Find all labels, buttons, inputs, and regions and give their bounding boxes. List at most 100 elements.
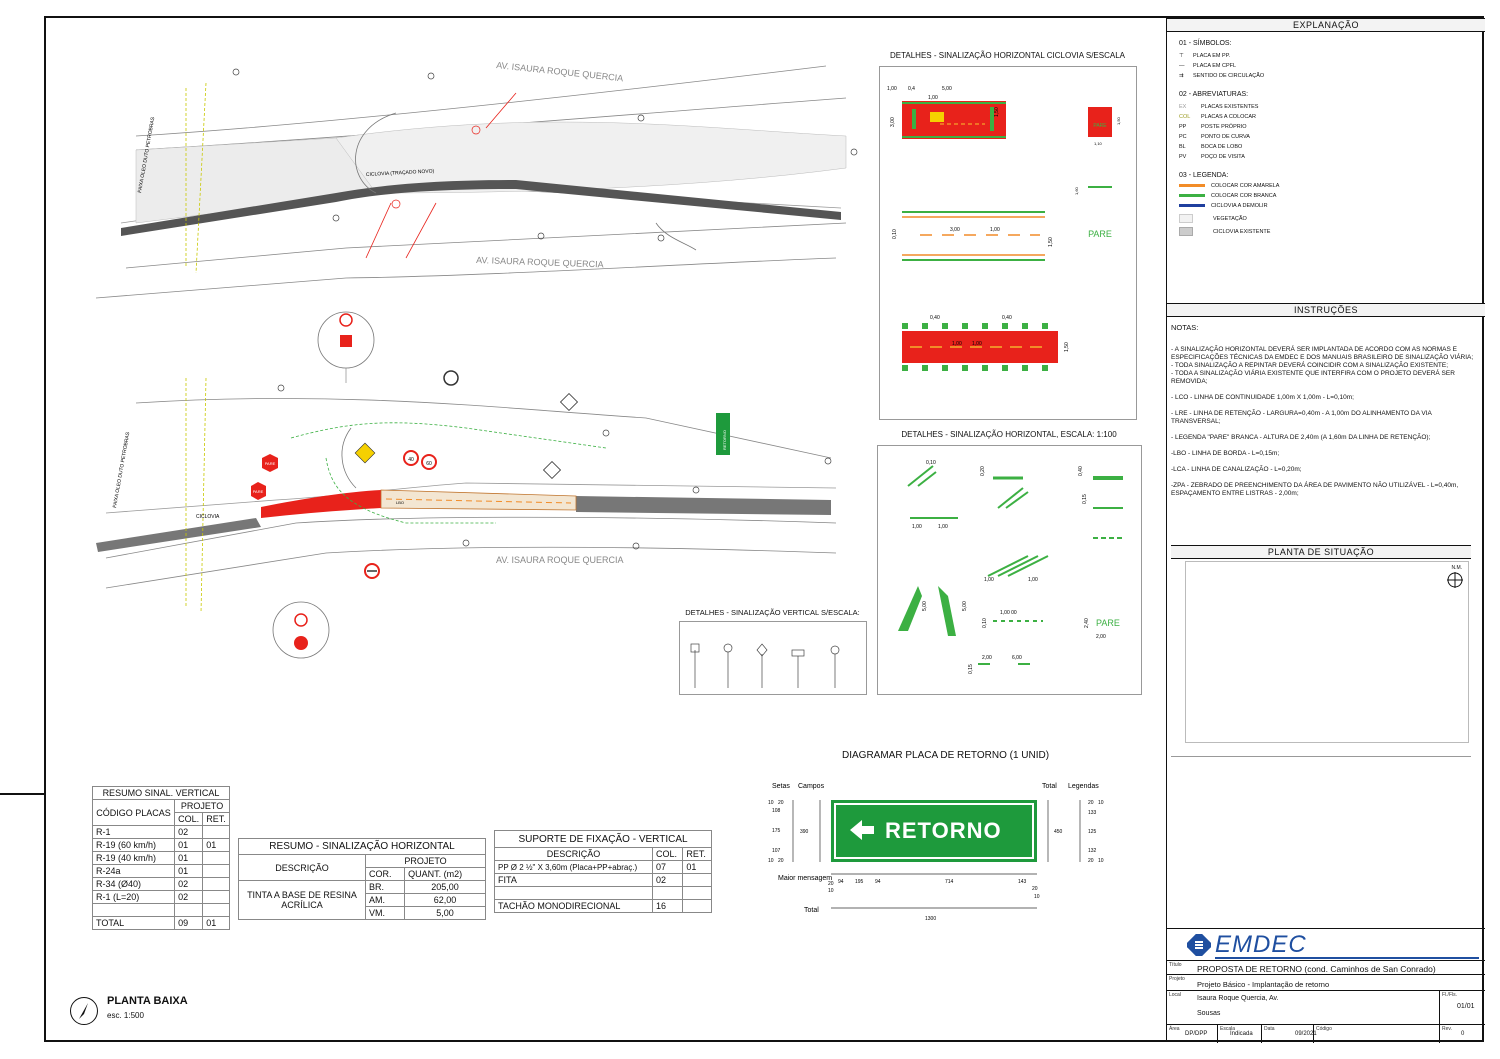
legend-item: VEGETAÇÃO [1179,214,1473,224]
det-v-box [679,621,867,695]
note-item: - LEGENDA "PARE" BRANCA - ALTURA DE 2,40… [1171,434,1431,441]
svg-text:1,00: 1,00 [887,86,897,92]
right-column: EXPLANAÇÃO 01 - SÍMBOLOS: ⊤PLACA EM PP. … [1166,16,1485,1043]
det-h-cycle-title: DETALHES - SINALIZAÇÃO HORIZONTAL CICLOV… [889,51,1126,60]
svg-text:94: 94 [838,879,844,885]
svg-text:PARE: PARE [1096,618,1120,628]
retorno-sign-small: RETORNO [716,413,730,455]
fold-mark [0,793,44,795]
note-item: -LBO - LINHA DE BORDA - L=0,15m; [1171,450,1280,457]
det-v-title: DETALHES - SINALIZAÇÃO VERTICAL S/ESCALA… [685,608,860,617]
svg-text:1300: 1300 [925,916,936,922]
svg-text:450: 450 [1054,829,1063,835]
det-h-100-title: DETALHES - SINALIZAÇÃO HORIZONTAL, ESCAL… [901,430,1117,439]
svg-text:20: 20 [1088,800,1094,806]
note-item: - A SINALIZAÇÃO HORIZONTAL DEVERÁ SER IM… [1171,346,1474,361]
svg-text:1,00: 1,00 [990,227,1000,233]
det-h-cycle-drawing: 1,00 0,4 5,00 1,00 3,00 1,50 PARE 1,50 1… [887,86,1121,371]
abbr-heading: 02 - ABREVIATURAS: [1179,91,1249,98]
svg-text:20: 20 [778,858,784,864]
svg-text:143: 143 [1018,879,1027,885]
legend-item: CICLOVIA A DEMOLIR [1179,201,1473,211]
note-item: - LCO - LINHA DE CONTINUIDADE 1,00m X 1,… [1171,394,1354,401]
svg-text:10: 10 [1034,894,1040,900]
svg-text:107: 107 [772,848,781,854]
symbol-item: —PLACA EM CPFL [1179,63,1237,69]
svg-text:1,00: 1,00 [1028,577,1038,583]
det-v-drawing [690,643,840,688]
table-row: R-1 (L=20)02 [91,890,230,904]
cycle-new-label: CICLOVIA (TRAÇADO NOVO) [366,168,435,178]
lbo-label: LBO [396,500,404,505]
speed-sign-60: 60 [421,454,437,470]
svg-text:PARE: PARE [1088,229,1112,239]
svg-text:10: 10 [828,888,834,894]
svg-text:3,00: 3,00 [950,227,960,233]
drawing-frame [44,16,1484,1042]
svg-text:10: 10 [1098,800,1104,806]
street-name-top-lower: AV. ISAURA ROQUE QUERCIA [476,255,604,269]
explanacao-panel: 01 - SÍMBOLOS: ⊤PLACA EM PP. —PLACA EM C… [1167,32,1485,303]
svg-text:2,40: 2,40 [1084,618,1090,628]
svg-text:195: 195 [855,879,864,885]
svg-text:108: 108 [772,808,781,814]
note-item: - TODA SINALIZAÇÃO A REPINTAR DEVERÁ COI… [1171,362,1449,369]
svg-text:0,10: 0,10 [926,460,936,466]
street-name-top: AV. ISAURA ROQUE QUERCIA [496,60,624,83]
svg-text:3,00: 3,00 [890,117,896,127]
svg-text:1,50: 1,50 [994,107,1000,117]
project-title: PROPOSTA DE RETORNO (cond. Caminhos de S… [1197,964,1436,974]
svg-text:714: 714 [945,879,954,885]
svg-text:40: 40 [408,457,414,463]
symbol-item: ⇉SENTIDO DE CIRCULAÇÃO [1179,73,1265,79]
svg-text:1,00 00: 1,00 00 [1000,610,1017,616]
det-h-100-drawing: 0,10 0,20 0,40 1,00 1,00 0,15 1,00 1,00 … [898,460,1123,674]
plan-drawing: FAIXA OLEO DUTO PETROBRAS AV. ISAURA ROQ… [95,60,858,659]
speed-sign-existing [443,370,459,386]
street-name-bottom: AV. ISAURA ROQUE QUERCIA [496,555,624,565]
svg-text:1,00: 1,00 [952,341,962,347]
svg-text:0,15: 0,15 [968,664,974,674]
symbols-heading: 01 - SÍMBOLOS: [1179,40,1232,47]
svg-text:60: 60 [426,461,432,467]
svg-text:1,50: 1,50 [1064,342,1070,352]
planta-scale: esc. 1:500 [107,1011,144,1020]
table-row: R-34 (Ø40)02 [91,877,230,891]
svg-text:0,10: 0,10 [982,618,988,628]
north-compass-icon [1447,572,1463,588]
svg-text:Legendas: Legendas [1068,783,1099,790]
instrucoes-header: INSTRUÇÕES [1167,303,1485,317]
svg-text:132: 132 [1088,848,1097,854]
svg-text:94: 94 [875,879,881,885]
pare-sign-1: PARE [262,454,278,472]
table-row: VM.5,00 [239,906,486,920]
svg-text:1,00: 1,00 [972,341,982,347]
svg-text:Campos: Campos [798,783,825,790]
emdec-logo-text: EMDEC [1215,931,1307,958]
legend-item: CICLOVIA EXISTENTE [1179,227,1473,237]
svg-text:PARE: PARE [265,461,276,466]
svg-text:2,00: 2,00 [982,655,992,661]
table-row: R-19 (40 km/h)01 [91,851,230,865]
svg-text:20: 20 [1032,886,1038,892]
svg-text:Maior mensagem: Maior mensagem [778,875,832,882]
legend-item: COLOCAR COR BRANCA [1179,191,1473,201]
local-row: Local Isaura Roque Quercia, Av. Sousas F… [1167,990,1485,1025]
svg-text:1,00: 1,00 [938,524,948,530]
retorno-diagram: Setas Campos Total Legendas RETORNO 10 2… [768,783,1104,922]
planta-title: PLANTA BAIXA [107,995,188,1007]
svg-text:125: 125 [1088,829,1097,835]
svg-text:175: 175 [772,828,781,834]
pare-sign-2: PARE [251,482,266,500]
svg-text:1,10: 1,10 [1094,141,1103,146]
svg-text:0,40: 0,40 [1078,466,1084,476]
svg-text:1,00: 1,00 [928,95,938,101]
svg-text:10: 10 [768,858,774,864]
